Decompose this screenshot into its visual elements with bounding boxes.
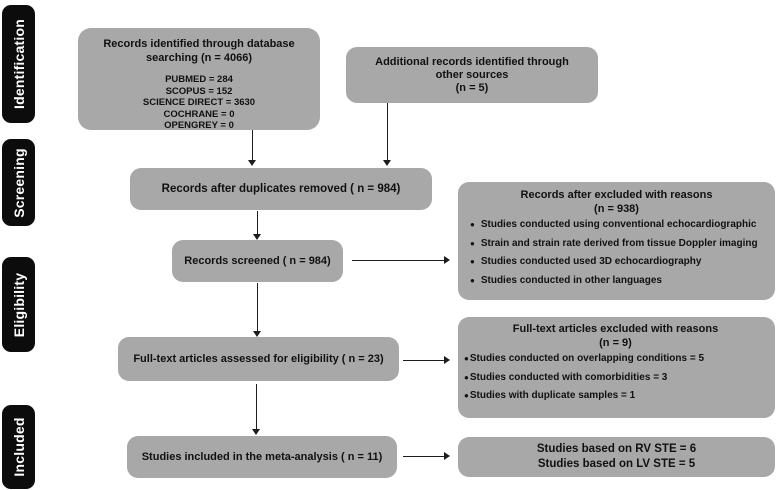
database-source-list: PUBMED = 284 SCOPUS = 152 SCIENCE DIRECT… [143,74,255,132]
bullet-icon: ● [464,372,469,382]
stage-label-text: Identification [10,19,27,109]
bullet-icon: ● [470,220,475,229]
excluded-reason-item: ● Studies conducted with comorbidities =… [464,369,767,388]
excluded-reason-item: ● Studies conducted in other languages [466,272,767,291]
arrow-database-to-duplicates [248,130,257,166]
excluded-reason-item: ● Studies conducted used 3D echocardiogr… [466,253,767,272]
excluded-reason-text: Studies conducted with comorbidities = 3 [469,371,668,383]
arrow-othersources-to-duplicates [383,103,392,166]
bullet-icon: ● [470,238,475,248]
database-search-title: Records identified through database sear… [103,38,295,64]
source-pubmed: PUBMED = 284 [165,74,233,85]
fulltext-assessed-title: Full-text articles assessed for eligibil… [133,353,384,365]
excluded-reason-text: Studies conducted in other languages [480,274,662,286]
stage-label-included: Included [2,405,35,489]
excluded-reason-text: Studies with duplicate samples = 1 [469,390,636,401]
arrow-fulltext-to-excluded [403,356,450,365]
excluded-reason-text: Strain and strain rate derived from tiss… [480,237,758,249]
source-science-direct: SCIENCE DIRECT = 3630 [142,97,256,108]
box-fulltext-assessed: Full-text articles assessed for eligibil… [118,337,399,381]
arrow-screened-to-fulltext [253,283,262,337]
box-other-sources: Additional records identified through ot… [346,47,598,103]
excluded-reason-text: Studies conducted on overlapping conditi… [469,353,705,364]
excluded-reason-item: ● Studies with duplicate samples = 1 [464,387,767,406]
arrow-fulltext-to-included [252,384,261,435]
records-excluded-count: (n = 938) [594,203,639,215]
other-sources-title: Additional records identified through ot… [375,55,569,81]
box-duplicates-removed: Records after duplicates removed ( n = 9… [130,168,432,210]
ste-rv-line: Studies based on RV STE = 6 [536,443,697,455]
excluded-reason-text: Studies conducted using conventional ech… [480,219,757,230]
excluded-reason-item: ● Studies conducted on overlapping condi… [464,350,767,369]
stage-label-text: Included [10,417,27,477]
excluded-reason-item: ● Strain and strain rate derived from ti… [466,235,767,254]
records-excluded-title: Records after excluded with reasons [520,189,713,201]
box-ste-results: Studies based on RV STE = 6 Studies base… [458,437,775,477]
box-fulltext-excluded-reasons: Full-text articles excluded with reasons… [458,317,775,418]
ste-lv-line: Studies based on LV STE = 5 [537,458,696,470]
fulltext-excluded-count: (n = 9) [599,337,632,349]
bullet-icon: ● [470,275,475,285]
box-records-excluded-reasons: Records after excluded with reasons (n =… [458,182,775,300]
bullet-icon: ● [464,354,469,363]
stage-label-text: Screening [10,147,27,218]
stage-label-text: Eligibility [10,272,27,337]
source-cochrane: COCHRANE = 0 [163,108,235,120]
studies-included-title: Studies included in the meta-analysis ( … [141,451,383,463]
arrow-included-to-ste [403,452,450,461]
excluded-reason-item: ● Studies conducted using conventional e… [466,216,767,235]
source-opengrey: OPENGREY = 0 [164,120,234,131]
duplicates-removed-title: Records after duplicates removed ( n = 9… [161,183,401,195]
bullet-icon: ● [464,391,469,400]
arrow-screened-to-excluded [352,256,450,265]
bullet-icon: ● [470,257,475,266]
source-scopus: SCOPUS = 152 [165,85,233,97]
box-records-screened: Records screened ( n = 984) [172,240,343,282]
stage-label-eligibility: Eligibility [2,257,35,352]
other-sources-count: (n = 5) [455,81,489,94]
stage-label-identification: Identification [2,5,35,123]
box-database-search: Records identified through database sear… [78,28,320,132]
excluded-reason-text: Studies conducted used 3D echocardiograp… [480,256,702,267]
fulltext-excluded-title: Full-text articles excluded with reasons [512,323,719,335]
stage-label-screening: Screening [2,139,35,226]
records-screened-title: Records screened ( n = 984) [184,255,331,267]
box-studies-included: Studies included in the meta-analysis ( … [127,436,397,478]
arrow-duplicates-to-screened [253,211,262,240]
